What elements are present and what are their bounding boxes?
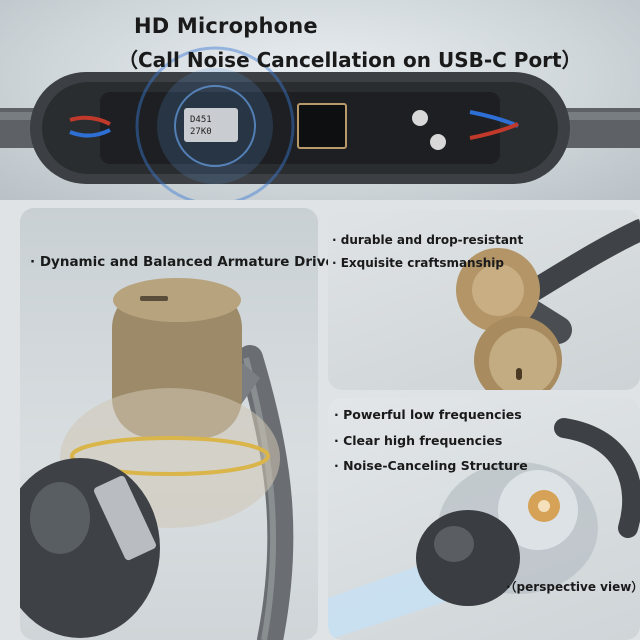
mic-subtitle: （Call Noise Cancellation on USB-C Port） <box>118 48 582 72</box>
sound-feature-2: · Clear high frequencies <box>334 433 503 448</box>
sound-feature-3: · Noise-Canceling Structure <box>334 458 528 473</box>
microphone-panel: D451 27K0 <box>0 0 640 200</box>
driver-feature-label: · Dynamic and Balanced Armature Driver <box>30 254 342 270</box>
chip-label-1: D451 <box>190 115 212 125</box>
durability-feature-1: · durable and drop-resistant <box>332 233 524 247</box>
mic-chip <box>184 108 238 142</box>
mic-title: HD Microphone <box>134 14 318 38</box>
microphone-illustration: D451 27K0 <box>0 46 640 200</box>
earbud-pair-illustration <box>456 219 640 390</box>
earbud-cutaway-illustration <box>20 278 294 640</box>
chip-label-2: 27K0 <box>190 127 212 137</box>
driver-panel <box>20 208 318 640</box>
perspective-view-note: ·（perspective view） <box>506 580 640 594</box>
sound-panel <box>328 398 640 640</box>
earbud-cable <box>237 345 294 640</box>
ear-tip <box>416 510 520 606</box>
sound-wave-ring <box>135 46 295 200</box>
earbud-cable <box>554 418 640 538</box>
processor-chip <box>297 103 347 149</box>
durability-feature-2: · Exquisite craftsmanship <box>332 256 504 270</box>
durability-panel <box>328 210 640 390</box>
sound-feature-1: · Powerful low frequencies <box>334 407 522 422</box>
earbud-perspective-illustration <box>328 418 640 640</box>
